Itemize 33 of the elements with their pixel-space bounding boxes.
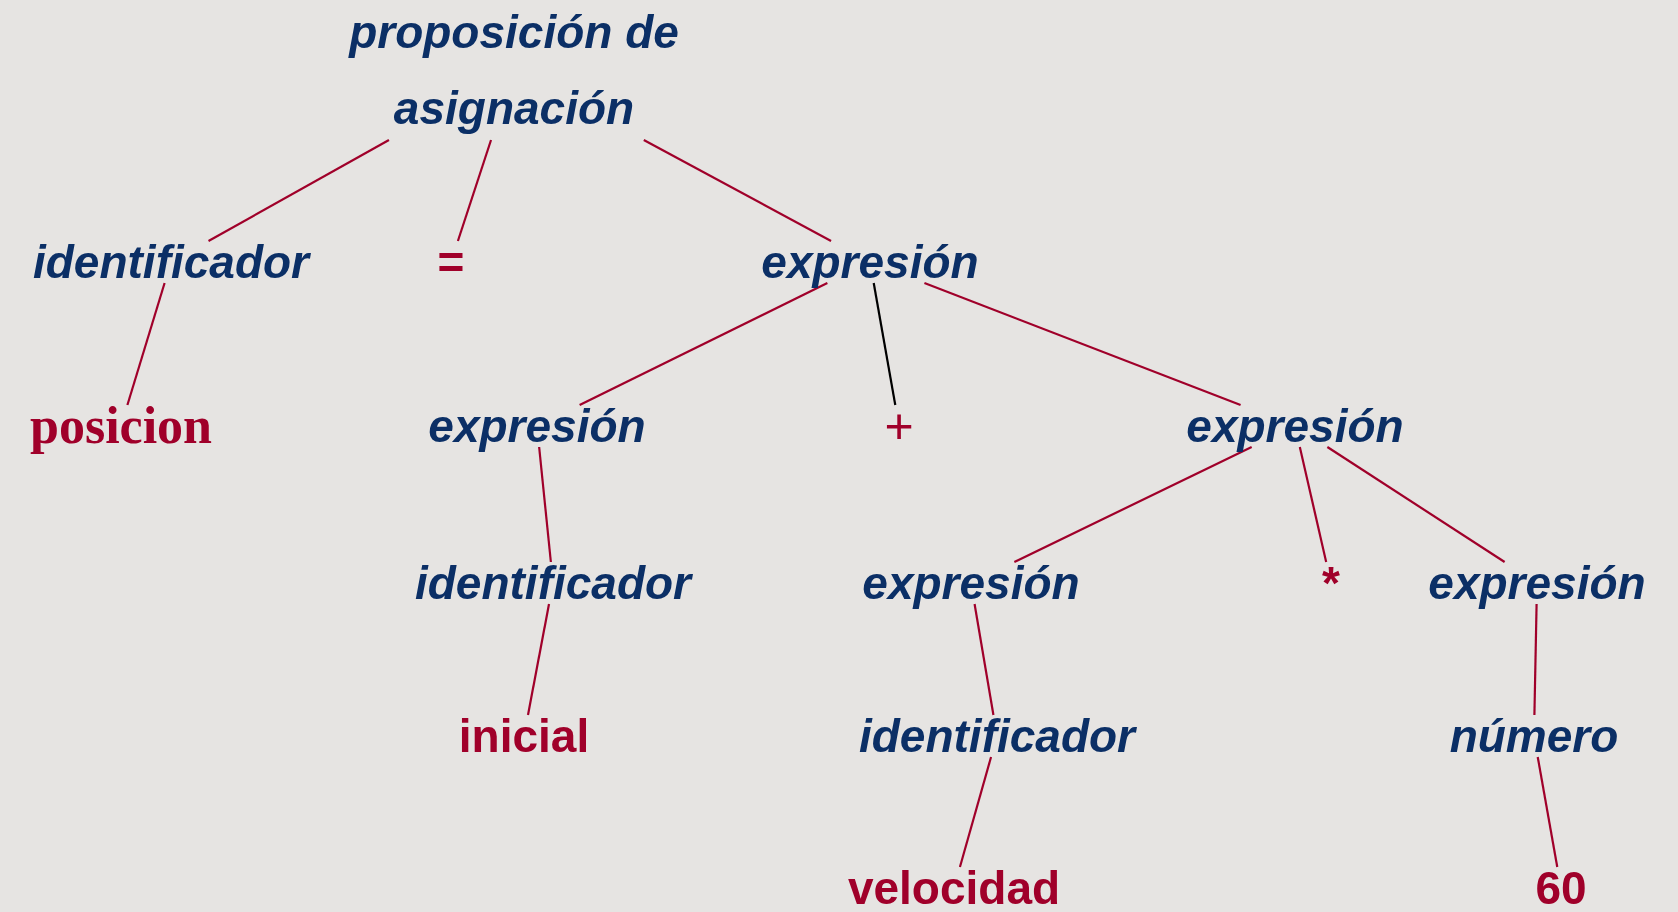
terminal-label: posicion [29,399,213,453]
tree-branch-line [1013,446,1253,563]
tree-branch-line [538,446,552,563]
tree-branch-line [872,282,897,406]
terminal-label: * [1322,556,1340,610]
tree-branch-line [208,139,390,242]
tree-branch-line [958,756,993,868]
nonterminal-label: expresión [1186,399,1404,453]
terminal-label: 60 [1535,861,1587,912]
nonterminal-label: proposición de asignación [304,0,724,146]
tree-branch-line [643,139,832,242]
nonterminal-label: expresión [1428,556,1646,610]
tree-branch-line [456,139,493,242]
nonterminal-label: número [1449,709,1619,763]
tree-branch-line [924,281,1241,407]
tree-branch-line [126,282,166,406]
tree-branch-line [1326,446,1506,563]
tree-branch-line [973,603,995,716]
nonterminal-label: expresión [862,556,1080,610]
terminal-label: velocidad [847,861,1061,912]
tree-branch-line [579,282,828,406]
tree-branch-line [526,603,551,716]
tree-branch-line [1298,446,1328,563]
tree-branch-line [1536,756,1559,868]
nonterminal-label: identificador [33,235,309,289]
nonterminal-label: identificador [859,709,1135,763]
terminal-label: = [437,235,465,289]
nonterminal-label: identificador [415,556,691,610]
nonterminal-label: expresión [761,235,979,289]
nonterminal-label: expresión [428,399,646,453]
tree-branch-line [1533,603,1538,716]
terminal-label: + [884,399,914,453]
terminal-label: inicial [458,709,590,763]
